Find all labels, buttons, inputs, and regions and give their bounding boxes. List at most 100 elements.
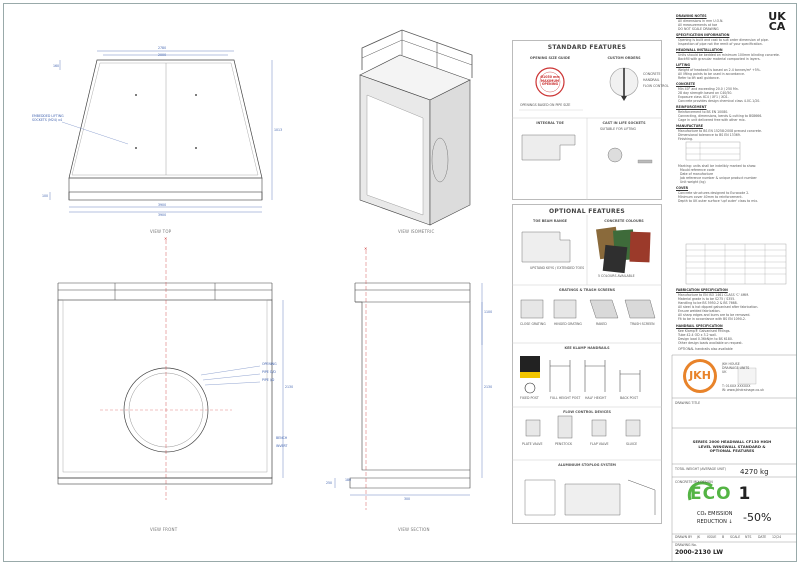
- concrete-line-1: 28 day strength based on C40/50.: [678, 91, 733, 95]
- manufacture-line-1: Dimensional tolerance to BS EN 13369.: [678, 133, 741, 137]
- custom-orders-title: CUSTOM ORDERS: [607, 56, 641, 60]
- lifting-line-2: Refer to lift wall guidance.: [678, 76, 720, 80]
- opening-guide-title: OPENING SIZE GUIDE: [529, 56, 571, 60]
- cover-title: COVER: [676, 186, 689, 190]
- drawing-note-2: DO NOT SCALE DRAWING: [678, 27, 719, 31]
- handrail-title: HANDRAIL SPECIFICATION: [676, 324, 723, 328]
- drawing-note-1: All measurements at toe: [678, 23, 718, 27]
- reinforcement-line-2: Cage in unit delivered free with other m…: [678, 118, 746, 122]
- company-logo: JKH: [689, 369, 711, 382]
- install-line-1: Backfill with granular material compacte…: [678, 57, 761, 61]
- concrete-line-0: Min 40° and exceeding 20.0 / 250 Mn.: [678, 87, 739, 91]
- kee-item-2: HALF HEIGHT: [585, 396, 607, 400]
- dim-section-left: 250: [326, 481, 333, 485]
- fabrication-line-3: All steel is hot dipped galvanised after…: [678, 305, 759, 309]
- dim-bench: BENCH: [276, 436, 288, 440]
- manufacture-title: MANUFACTURE: [676, 124, 703, 128]
- spec-info-title: SPECIFICATION INFORMATION: [676, 33, 730, 37]
- spec-line-0: Opening is built and cast to suit order …: [678, 38, 769, 42]
- lifting-line-0: Weight of headwall is based on 2.4 tonne…: [678, 68, 761, 72]
- lifting-title: LIFTING: [676, 63, 691, 67]
- optional-features-panel: [512, 204, 662, 524]
- fabrication-line-0: Manufacture to EN ISO 1461 CLASS 'C' 4MM…: [678, 293, 750, 297]
- spec-line-1: Inspection of pipe not the remit of your…: [678, 42, 763, 46]
- integral-toe-title: INTEGRAL TOE: [536, 121, 564, 125]
- marking-line-4: Unit weight (kg): [680, 180, 706, 184]
- drawing-note-0: All dimensions in mm U.O.N.: [678, 19, 724, 23]
- lifting-line-1: All lifting points to be used in accorda…: [678, 72, 745, 76]
- drawing-sheet: [3, 3, 797, 562]
- dim-top-inner: 2000: [158, 53, 167, 57]
- ukca-bottom: CA: [768, 20, 786, 33]
- ukca-top: UK: [768, 10, 786, 23]
- dim-top-width: 2780: [158, 46, 167, 50]
- fabrication-title: FABRICATION SPECIFICATION: [676, 288, 728, 292]
- dim-pipe-od: PIPE O/D: [262, 370, 276, 374]
- concrete-line-2: Exposure class XC4 / XF1 / XD1.: [678, 95, 729, 99]
- address-line-0: JKH HOUSE: [722, 362, 740, 366]
- cast-in-sockets-title: CAST IN LIFE SOCKETS: [602, 121, 646, 125]
- install-title: HEADWALL INSTALLATION: [676, 48, 723, 52]
- weight-value: 4270 kg: [740, 468, 769, 476]
- handrail-line-0: Kee Klamp® Galvanised Fittings.: [678, 329, 731, 333]
- view-top-label: VIEW TOP: [150, 229, 172, 234]
- reinforcement-title: REINFORCEMENT: [676, 105, 707, 109]
- marking-line-0: Marking: units shall be indelibly marked…: [678, 164, 757, 168]
- view-front-label: VIEW FRONT: [150, 527, 178, 532]
- ukca-mark: UK CA: [764, 10, 790, 33]
- concrete-colours-title: CONCRETE COLOURS: [604, 219, 644, 223]
- grating-item-3: TRASH SCREEN: [630, 322, 655, 326]
- mix-label: CONCRETE MIX DESIGN: [675, 480, 713, 484]
- handrail-line-1: Tube 42.4 OD x 3.2 wall.: [678, 333, 717, 337]
- eco-logo: ECO 1: [690, 486, 751, 503]
- row-value-3: 12/24: [772, 535, 782, 539]
- toe-beam-title: TOE BEAM RANGE: [533, 219, 567, 223]
- handrail-line-2: Design load 0.36kN/m to BS 6180.: [678, 337, 733, 341]
- marking-line-1: Mould reference code: [680, 168, 715, 172]
- dim-front-height: 2130: [285, 385, 294, 389]
- cover-line-2: Depth to UK outer surface 'upf outer' cl…: [678, 199, 759, 203]
- standard-features-panel: [512, 40, 662, 200]
- dim-section-bottom: 300: [404, 497, 411, 501]
- marking-line-2: Date of manufacture: [680, 172, 714, 176]
- kee-item-1: FULL HEIGHT POST: [550, 396, 581, 400]
- dim-top-bottom2: 3900: [158, 213, 167, 217]
- section-centre-mark: ✕: [364, 246, 368, 251]
- colours-note: 5 COLOURS AVAILABLE: [598, 274, 635, 278]
- custom-item-0: CONCRETE: [643, 72, 661, 76]
- contact-line-1: W: www.jkhdrainage.co.uk: [722, 388, 765, 392]
- concrete-line-3: Concrete provides design chemical class …: [678, 99, 761, 103]
- dim-pipe-opening: OPENING: [262, 362, 277, 366]
- flow-item-2: FLAP VALVE: [590, 442, 609, 446]
- dim-top-side: 100: [42, 194, 49, 198]
- drawing-title: SERIES 2000 HEADWALL CF130 HIGH LEVEL WI…: [692, 439, 772, 454]
- row-label-2: SCALE: [730, 535, 741, 539]
- row-label-0: DRAWN BY: [675, 535, 693, 539]
- row-label-1: ISSUE: [707, 535, 717, 539]
- standard-features-title: STANDARD FEATURES: [547, 44, 627, 51]
- fabrication-line-1: Material grade is to be S275 / S355.: [678, 297, 736, 301]
- row-value-1: B: [722, 535, 725, 539]
- dim-top-bottom: 3900: [158, 203, 167, 207]
- manufacture-line-2: Finishing.: [678, 137, 694, 141]
- optional-features-title: OPTIONAL FEATURES: [549, 208, 625, 215]
- fabrication-line-4: Ensure welded fabrication.: [678, 309, 721, 313]
- flow-item-0: PLATE VALVE: [522, 442, 543, 446]
- concrete-title: CONCRETE: [676, 82, 696, 86]
- grating-item-0: CLOSE GRATING: [520, 322, 546, 326]
- drawing-title-label: DRAWING TITLE: [675, 401, 701, 405]
- dim-top-left: 160: [53, 64, 60, 68]
- drawing-notes-title: DRAWING NOTES: [676, 14, 707, 18]
- opening-note: OPENINGS BASED ON PIPE SIZE: [520, 103, 571, 107]
- eco-word: ECO: [690, 484, 732, 504]
- drawing-no-label: DRAWING No.: [675, 543, 697, 547]
- reinforcement-line-1: Connecting, dimensions, bends & cutting …: [678, 114, 763, 118]
- view-section-label: VIEW SECTION: [398, 527, 430, 532]
- custom-item-2: FLOW CONTROL: [643, 84, 669, 88]
- address-line-1: DRAINAGE UNITS: [722, 366, 750, 370]
- flow-title: FLOW CONTROL DEVICES: [563, 410, 611, 414]
- dim-top-depth: 1013: [274, 128, 283, 132]
- fabrication-line-2: Handling to be BS 5950-2 & BS 7668.: [678, 301, 738, 305]
- dim-section-total: 2130: [484, 385, 493, 389]
- cover-line-0: Concrete structures designed to Eurocode…: [678, 191, 750, 195]
